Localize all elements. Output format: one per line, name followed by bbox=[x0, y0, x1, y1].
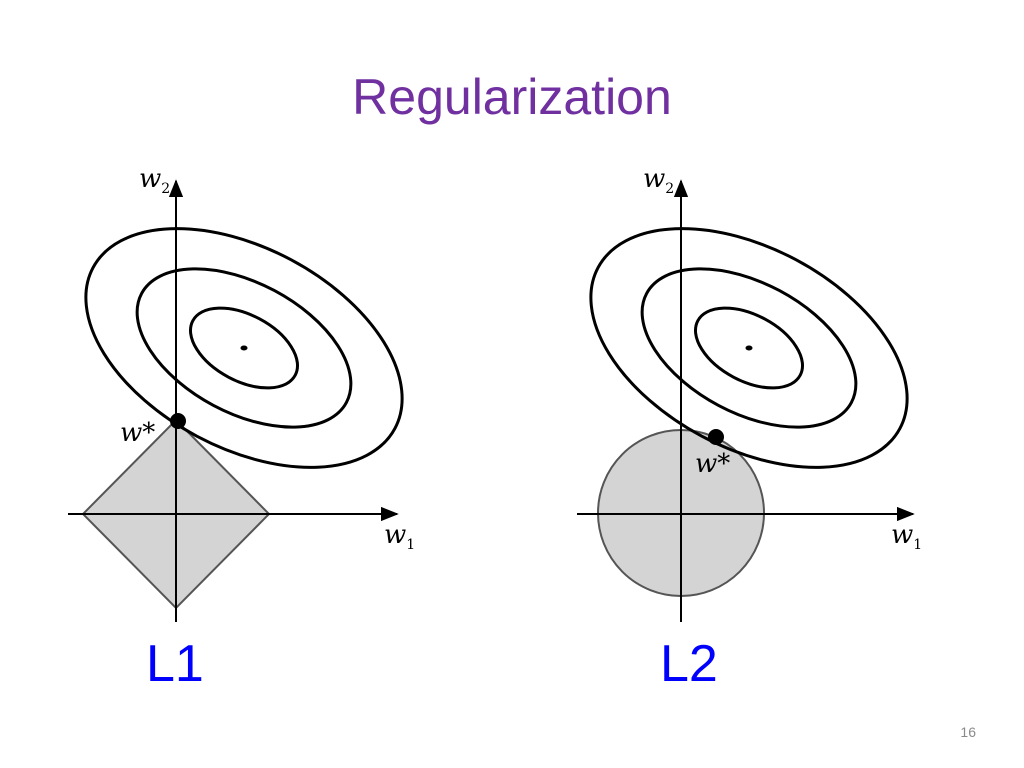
l1-solution-label: w* bbox=[120, 418, 155, 448]
slide-title: Regularization bbox=[352, 69, 672, 125]
l2-diagram: w2 w1 w* bbox=[577, 164, 922, 622]
l1-contour-middle bbox=[135, 267, 353, 429]
l1-w1-label: w1 bbox=[384, 520, 415, 553]
l2-solution-point bbox=[708, 429, 724, 445]
l2-contour-center bbox=[745, 345, 753, 351]
l1-caption: L1 bbox=[146, 635, 204, 693]
l2-w1-label: w1 bbox=[891, 520, 922, 553]
l2-caption: L2 bbox=[660, 635, 718, 693]
l2-w2-label: w2 bbox=[643, 164, 674, 197]
l1-contour-inner bbox=[188, 306, 300, 390]
l1-contour-outer bbox=[84, 227, 404, 469]
page-number: 16 bbox=[960, 724, 976, 740]
l1-contour-center bbox=[240, 345, 248, 351]
l1-w2-label: w2 bbox=[139, 164, 170, 197]
l2-solution-label: w* bbox=[695, 449, 730, 479]
l1-solution-point bbox=[170, 413, 186, 429]
l1-contours bbox=[84, 227, 404, 469]
l2-contour-outer bbox=[589, 227, 909, 469]
l2-contour-middle bbox=[640, 267, 858, 429]
l1-diagram: w2 w1 w* bbox=[68, 164, 415, 622]
l2-contour-inner bbox=[693, 306, 805, 390]
l2-contours bbox=[589, 227, 909, 469]
